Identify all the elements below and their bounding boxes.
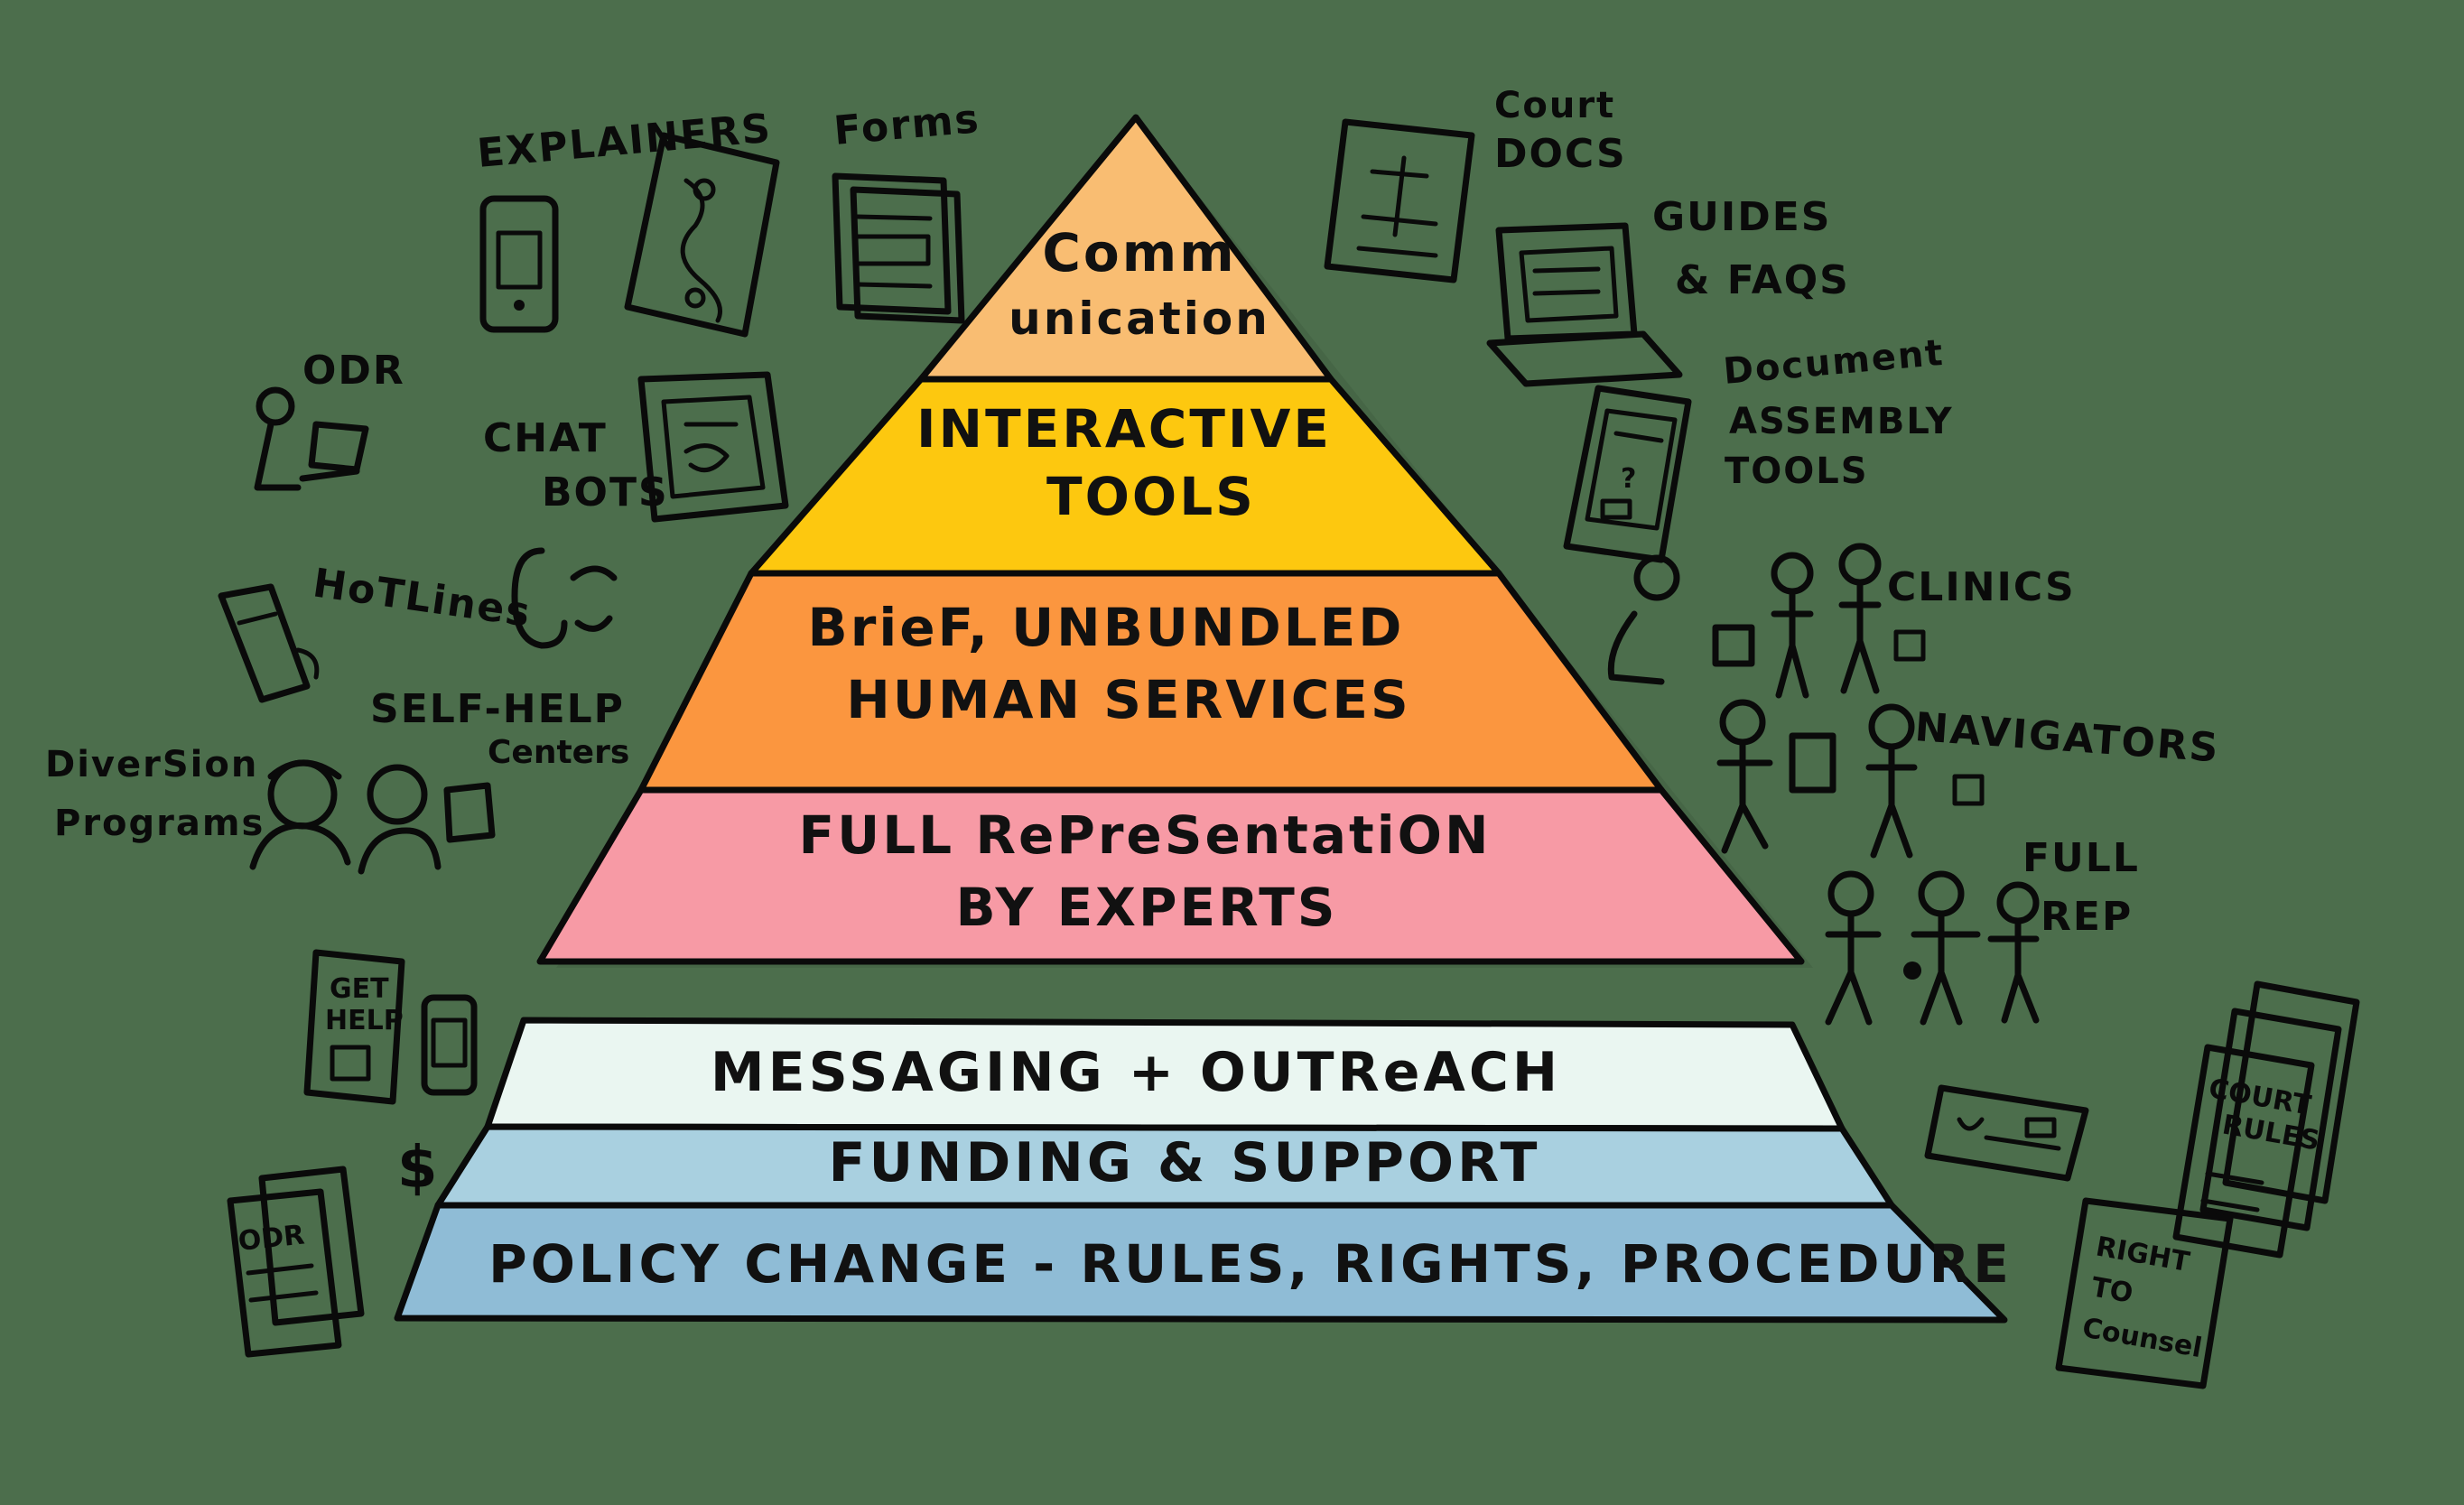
docassembly-label-3: TOOLS [1725,451,1869,492]
get-help-card-icon: GET HELP [303,949,405,1105]
base-funding-label: FUNDING & SUPPORT [829,1131,1541,1194]
diversion-label-1: DiverSion [45,744,258,785]
selfhelp-label-1: SELF-HELP [370,686,625,732]
phone-icon [479,195,559,333]
courtdocs-label-1: Court [1494,85,1615,126]
fullrep-label-1: FULL [2022,835,2140,881]
call-center-icon [511,547,618,649]
tablet-icon: ? [1563,385,1692,563]
dollar-sign: $ [397,1135,440,1202]
guides-label-1: GUIDES [1652,194,1831,240]
forms-label: Forms [832,96,982,154]
selfhelp-label-2: Centers [488,734,629,771]
explainers-label: EXPLAINERS [476,106,774,177]
foundation: MESSAGING + OUTReACH FUNDING & SUPPORT P… [394,1017,2013,1324]
chatbots-label-2: BOTS [542,469,669,516]
laptop-icon [1486,222,1683,387]
tier-communication-line1: Comm [1042,222,1236,283]
check-icon [1924,1084,2089,1182]
tier-brief-line1: BrieF, UNBUNDLED [808,597,1405,658]
right-counsel-text-3: Counsel [2080,1312,2205,1364]
person-laptop-icon [254,386,369,491]
tier-full-rep-line2: BY EXPERTS [955,877,1337,938]
court-rules-stack-icon: COURT RULES [2172,980,2360,1259]
navigators-label: NAVIGATORS [1913,704,2221,771]
chatbot-tablet-icon [637,371,789,523]
phone-handset-icon [218,583,320,703]
right-to-counsel-doc-icon: RIGHT TO Counsel [2055,1197,2234,1389]
people-group-icon [249,759,496,875]
odr-doc-stack-icon: ODR [227,1166,365,1358]
get-help-text-1: GET [330,973,389,1005]
court-doc-icon [1324,118,1475,283]
tier-brief-line2: HUMAN SERVICES [846,669,1410,730]
tier-interactive-line2: TOOLS [1046,466,1256,527]
tier-full-rep-line1: FULL RePreSentatiON [799,804,1492,866]
question-mark: ? [1621,463,1636,495]
courtdocs-label-2: DOCS [1494,131,1627,177]
pyramid: Comm unication INTERACTIVE TOOLS BrieF, … [536,114,1813,968]
hotlines-label: HoTLines [310,560,534,636]
phone-icon-small [421,994,478,1096]
get-help-text-2: HELP [325,1005,404,1036]
explainer-doc-icon [624,132,780,338]
clinic-people-icon [1607,543,1926,699]
fullrep-label-2: REP [2041,894,2133,940]
diversion-label-2: Programs [54,803,265,844]
base-policy-change [394,1202,2008,1324]
base-messaging-label: MESSAGING + OUTReACH [711,1041,1561,1104]
guides-label-2: & FAQS [1675,257,1850,303]
clinics-label: CLINICS [1887,564,2076,610]
docassembly-label-2: ASSEMBLY [1729,401,1954,442]
full-rep-people-icon [1825,870,2040,1026]
tier-communication-line2: unication [1009,293,1270,345]
right-doodles: Court DOCS GUIDES & FAQS ? Document ASSE… [1324,85,2360,1389]
tier-interactive-line1: INTERACTIVE [916,398,1332,460]
odr-doc-text: ODR [237,1219,306,1257]
chatbots-label-1: CHAT [483,415,608,461]
odr-label: ODR [302,348,405,394]
navigator-people-icon [1716,699,1985,859]
right-counsel-text-2: TO [2089,1271,2135,1309]
forms-stack-icon [832,172,965,324]
tier-full-representation [536,786,1805,965]
base-policy-label: POLICY CHANGE - RULES, RIGHTS, PROCEDURE [488,1233,2013,1295]
docassembly-label-1: Document [1722,332,1946,393]
